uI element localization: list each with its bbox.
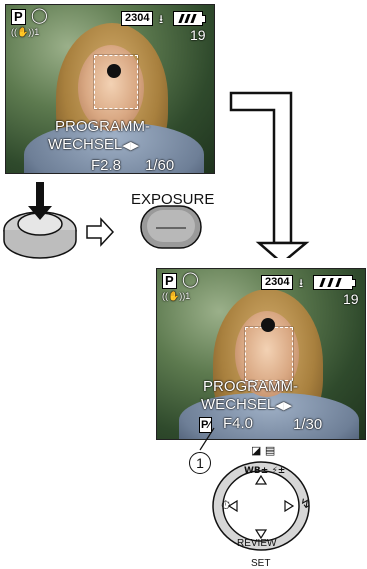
battery-icon [313,275,356,290]
af-spot [261,318,275,332]
mode-indicator: P [11,9,26,25]
exposure-button-label: EXPOSURE [131,191,215,208]
program-shift-line2: WECHSEL◀▶ [201,396,293,413]
left-right-arrows-icon: ◀▶ [275,400,293,412]
flash-off-icon: ◯ [31,7,48,24]
program-shift-line1: PROGRAMM- [203,378,298,395]
frames-remaining: 19 [343,291,359,307]
af-frame [94,55,138,109]
cursor-dial [212,461,310,551]
battery-icon [173,11,206,26]
callout-line [199,427,215,451]
program-shift-line2: WECHSEL◀▶ [48,136,140,153]
camera-screen-1: P ◯ ((✋))1 2304 ⭳ 19 PROGRAMM- WECHSEL◀▶… [5,4,215,174]
stabilizer-icon: ((✋))1 [162,291,191,301]
dial-review-label: REVIEW [237,538,277,549]
stabilizer-icon: ((✋))1 [11,27,40,37]
af-frame [245,327,293,381]
self-timer-icon: ⏱ [221,498,231,512]
program-shift-line1: PROGRAMM- [55,118,150,135]
mode-indicator: P [162,273,177,289]
picture-size-count: 2304 [261,275,294,290]
shutter-value: 1/30 [293,416,323,433]
flash-icon: ↯ [300,497,311,512]
af-spot [107,64,121,78]
flow-arrow-icon [229,91,310,258]
quality-icon: ⭳ [159,12,164,26]
dial-top-icons: ◪ ▤ [251,444,276,457]
shutter-value: 1/60 [145,157,175,174]
dial-set-label: SET [251,558,271,569]
quality-icon: ⭳ [299,276,304,290]
frames-remaining: 19 [190,27,206,43]
program-shift-indicator: P∕ [199,417,213,433]
aperture-value: F4.0 [223,415,254,432]
callout-number: 1 [189,452,211,474]
flash-off-icon: ◯ [182,271,199,288]
camera-screen-2: P ◯ ((✋))1 2304 ⭳ 19 PROGRAMM- WECHSEL◀▶… [156,268,366,440]
dial-up-label: WB± ⚡± [244,466,286,476]
aperture-value: F2.8 [91,157,122,174]
shutter-half-press-illustration [3,182,202,259]
left-right-arrows-icon: ◀▶ [122,140,140,152]
picture-size-count: 2304 [121,11,154,26]
